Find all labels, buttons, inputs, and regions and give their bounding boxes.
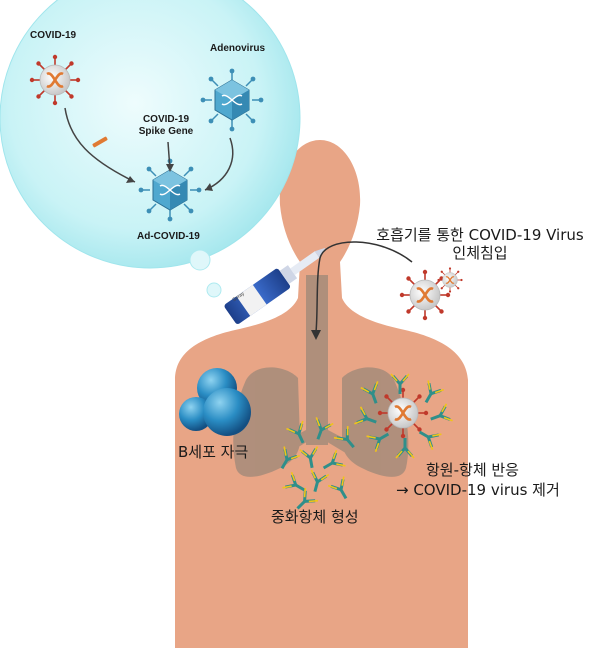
b-cell-icon	[179, 368, 251, 436]
b-cell-label: B세포 자극	[178, 443, 249, 461]
entry-arrow	[315, 241, 413, 333]
vaccine-bubble	[0, 0, 301, 298]
ad-covid-label: Ad-COVID-19	[137, 231, 200, 242]
lungs	[233, 275, 409, 477]
spike-gene-label-line2: Spike Gene	[138, 126, 194, 137]
inhalation-label-line1: 호흡기를 통한 COVID-19 Virus	[376, 226, 584, 244]
neutralizing-antibody-label: 중화항체 형성	[271, 508, 359, 526]
spike-gene-label-line1: COVID-19	[142, 114, 190, 125]
spike-gene-label: COVID-19 Spike Gene	[139, 114, 193, 138]
covid-virus-lung-icon	[376, 386, 430, 440]
reaction-label-line1: 항원-항체 반응	[426, 461, 519, 479]
inhalation-label-line2: 인체침입	[452, 244, 508, 262]
spray-bottle-icon	[224, 247, 326, 324]
inhalation-label: 호흡기를 통한 COVID-19 Virus 인체침입	[376, 226, 583, 262]
reaction-label-line2: → COVID-19 virus 제거	[396, 481, 560, 499]
adenovirus-icon	[199, 67, 265, 133]
covid-label: COVID-19	[30, 30, 77, 41]
spike-gene-icon	[92, 136, 108, 148]
covid-virus-entry-icon	[398, 268, 452, 322]
adenovirus-label: Adenovirus	[210, 43, 266, 54]
reaction-label: 항원-항체 반응 → COVID-19 virus 제거	[396, 460, 560, 500]
